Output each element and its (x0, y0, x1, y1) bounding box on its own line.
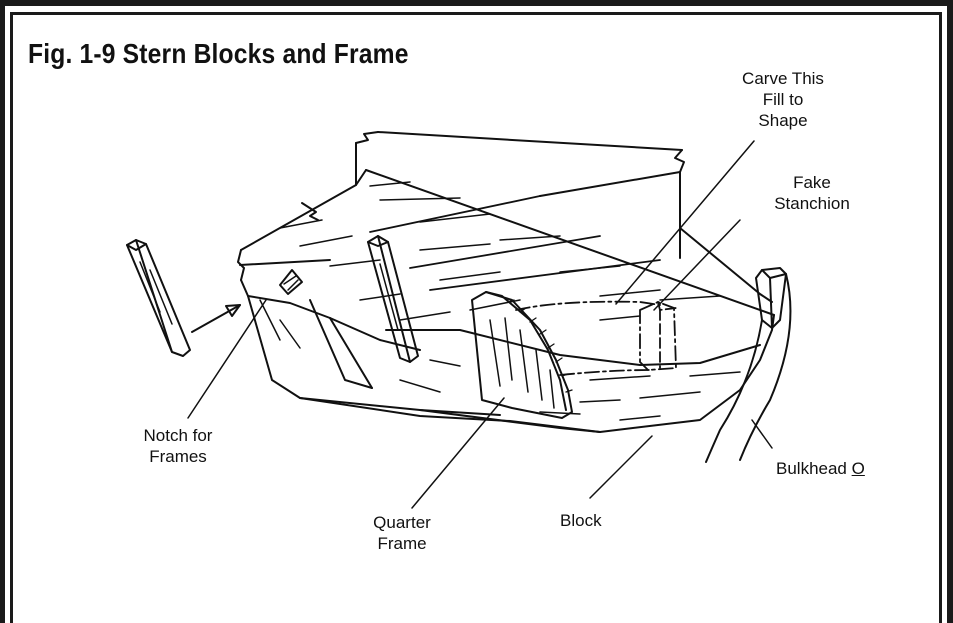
back-beam (355, 131, 685, 259)
label-quarter-line2: Frame (377, 534, 427, 553)
insert-arrow (191, 304, 241, 333)
fill-shape-outline (515, 300, 661, 376)
label-carve-fill-line1: Carve This (742, 69, 824, 88)
inner-border (10, 12, 942, 623)
label-carve-fill-line2: Fill to (762, 90, 804, 109)
label-carve-fill: Carve This Fill to Shape (728, 68, 838, 131)
standing-frame (367, 235, 419, 363)
label-bulkhead: Bulkhead O (776, 458, 865, 479)
label-quarter-frame: Quarter Frame (352, 512, 452, 554)
label-notch-line2: Frames (149, 447, 207, 466)
label-notch-for-frames: Notch for Frames (128, 425, 228, 467)
notch-for-frames (279, 269, 303, 295)
label-fake-stanchion-line2: Stanchion (774, 194, 850, 213)
label-fake-stanchion: Fake Stanchion (762, 172, 862, 214)
bulkhead-post (705, 267, 792, 463)
label-fake-stanchion-line1: Fake (793, 173, 831, 192)
label-bulkhead-letter: O (851, 459, 865, 478)
fake-stanchion (639, 301, 677, 371)
label-notch-line1: Notch for (143, 426, 213, 445)
label-bulkhead-text: Bulkhead (776, 459, 852, 478)
label-carve-fill-line3: Shape (758, 111, 808, 130)
label-quarter-line1: Quarter (373, 513, 431, 532)
label-block: Block (560, 511, 602, 530)
deck-block (237, 169, 775, 433)
quarter-frame (471, 291, 573, 419)
leader-lines (187, 140, 773, 509)
cross-beam (365, 169, 775, 316)
loose-frame (126, 239, 191, 357)
figure-title: Fig. 1-9 Stern Blocks and Frame (28, 38, 409, 69)
